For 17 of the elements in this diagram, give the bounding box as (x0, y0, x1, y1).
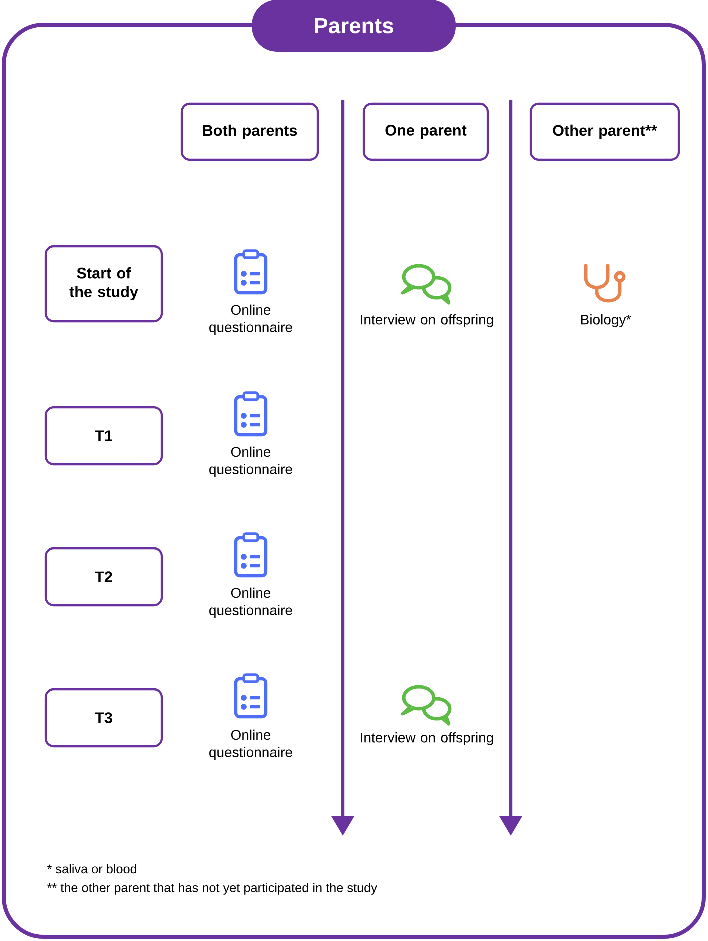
label-box: Start of the study (44, 245, 164, 323)
footnote: * saliva or blood (47, 864, 137, 874)
caption: Interview on offspring (361, 732, 494, 746)
label-box: T2 (44, 547, 164, 607)
label-box: Other parent** (530, 102, 680, 162)
caption: Interview on offspring (361, 314, 494, 328)
label-box: Both parents (180, 102, 320, 162)
label-box: T3 (44, 688, 164, 748)
heading-pill: Parents (252, 0, 456, 52)
label-box: One parent (362, 102, 490, 162)
label-box: T1 (44, 406, 164, 466)
caption: Online questionnaire (210, 304, 292, 336)
caption: Biology* (581, 314, 632, 328)
footnote: ** the other parent that has not yet participated in the study (47, 883, 378, 895)
caption: Online questionnaire (210, 446, 292, 478)
caption: Online questionnaire (210, 588, 292, 618)
caption: Online questionnaire (210, 730, 292, 760)
